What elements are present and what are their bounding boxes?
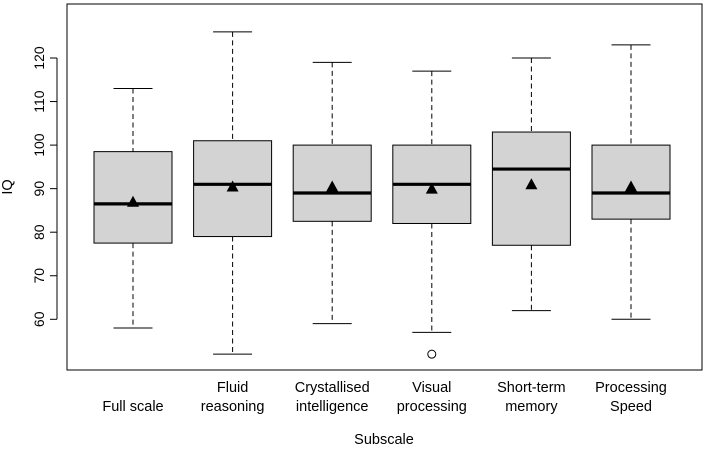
mean-marker <box>625 180 637 192</box>
x-category-label-3-line-1: Crystallised <box>295 380 370 396</box>
y-tick-label-60: 60 <box>31 311 47 327</box>
box-2 <box>193 31 273 355</box>
box-5 <box>491 57 571 312</box>
box-4 <box>392 70 472 359</box>
x-category-label-5-line-1: Short-term <box>497 380 566 396</box>
box-1 <box>93 87 173 329</box>
mean-marker <box>525 178 538 190</box>
x-category-label-2-line-2: reasoning <box>201 399 265 415</box>
y-tick-label-100: 100 <box>31 133 47 157</box>
y-tick-label-120: 120 <box>31 46 47 70</box>
plot-frame <box>66 3 703 371</box>
y-tick-label-90: 90 <box>31 181 47 197</box>
x-category-label-2-line-1: Fluid <box>217 380 248 396</box>
mean-marker <box>326 180 339 192</box>
mean-marker <box>226 180 239 192</box>
y-tick-label-80: 80 <box>31 224 47 240</box>
x-category-label-4-line-1: Visual <box>412 380 451 396</box>
y-tick-label-110: 110 <box>31 90 47 113</box>
x-axis-title: Subscale <box>354 432 414 448</box>
x-axis-labels: Full scale Fluid reasoning Crystallised inte… <box>102 380 666 415</box>
x-category-label-6-line-2: Speed <box>610 399 652 415</box>
box-series <box>93 31 671 359</box>
box-6 <box>591 44 671 320</box>
mean-marker <box>127 195 139 207</box>
x-category-label-1-line-1: Full scale <box>102 399 163 415</box>
mean-marker <box>425 182 438 194</box>
x-category-label-5-line-2: memory <box>505 399 558 415</box>
x-category-label-4-line-2: processing <box>397 399 467 415</box>
y-axis: 60 70 80 90 100 110 120 <box>31 46 58 327</box>
y-tick-label-70: 70 <box>31 268 47 284</box>
x-category-label-6-line-1: Processing <box>595 380 667 396</box>
outlier-point-1 <box>427 349 437 359</box>
x-category-label-3-line-2: intelligence <box>296 399 369 415</box>
box-3 <box>292 61 372 325</box>
y-axis-title: IQ <box>0 179 16 194</box>
